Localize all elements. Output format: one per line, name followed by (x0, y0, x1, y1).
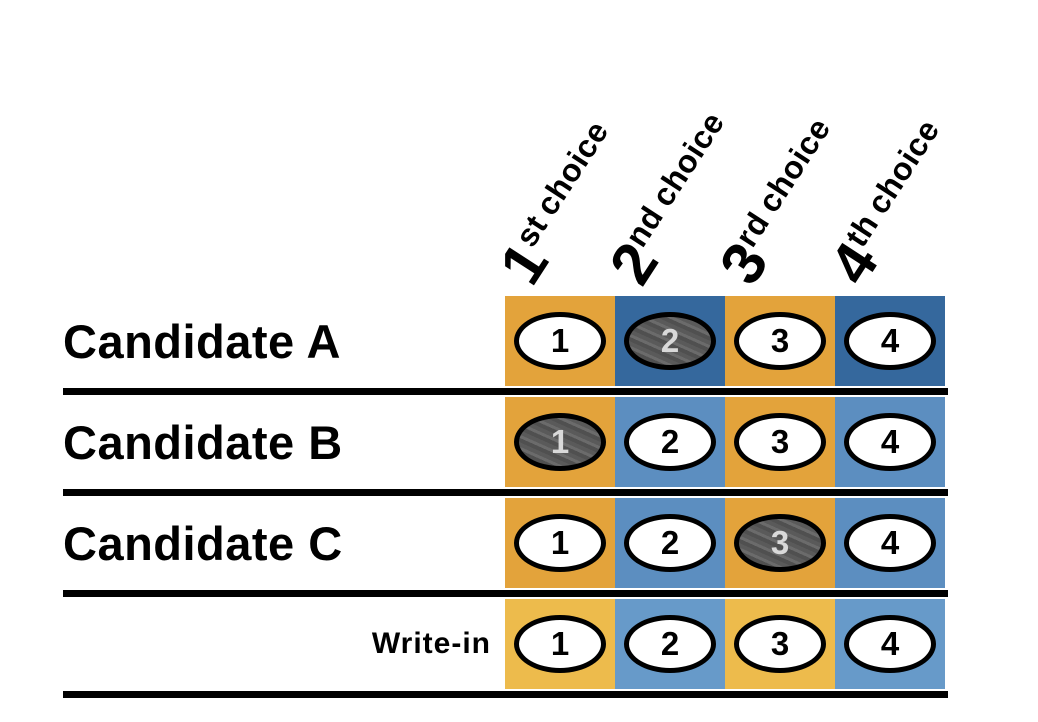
vote-bubble[interactable]: 1 (514, 615, 606, 673)
choice-word: choice (750, 111, 838, 219)
ballot-cell: 3 (725, 296, 835, 386)
ballot-cell: 2 (615, 397, 725, 487)
ballot-cell: 4 (835, 296, 945, 386)
vote-bubble[interactable]: 3 (734, 413, 826, 471)
vote-bubble[interactable]: 4 (844, 514, 936, 572)
row-separator (63, 590, 948, 597)
vote-bubble[interactable]: 1 (514, 514, 606, 572)
vote-bubble[interactable]: 3 (734, 312, 826, 370)
row-label: Candidate B (63, 415, 343, 469)
vote-bubble[interactable]: 3 (734, 615, 826, 673)
ballot-cell: 4 (835, 397, 945, 487)
vote-bubble-filled[interactable]: 2 (624, 312, 716, 370)
row-separator (63, 691, 948, 698)
row-separator (63, 388, 948, 395)
ballot-cell: 3 (725, 599, 835, 689)
choice-word: choice (859, 112, 947, 221)
ballot-cell: 1 (505, 599, 615, 689)
ballot-cell: 1 (505, 498, 615, 588)
vote-bubble-filled[interactable]: 3 (734, 514, 826, 572)
vote-bubble[interactable]: 2 (624, 413, 716, 471)
vote-bubble[interactable]: 4 (844, 413, 936, 471)
choice-word: choice (644, 105, 732, 213)
choice-word: choice (528, 114, 616, 222)
vote-bubble[interactable]: 1 (514, 312, 606, 370)
ballot-cell: 2 (615, 498, 725, 588)
row-label: Candidate C (63, 516, 343, 570)
ballot-cell: 3 (725, 498, 835, 588)
vote-bubble[interactable]: 2 (624, 514, 716, 572)
ballot-cell: 2 (615, 599, 725, 689)
row-label: Write-in (371, 627, 491, 660)
vote-bubble[interactable]: 4 (844, 312, 936, 370)
ballot-cell: 2 (615, 296, 725, 386)
ballot-cell: 4 (835, 498, 945, 588)
row-separator (63, 489, 948, 496)
ballot-cell: 1 (505, 397, 615, 487)
ballot-cell: 4 (835, 599, 945, 689)
vote-bubble-filled[interactable]: 1 (514, 413, 606, 471)
ballot-cell: 1 (505, 296, 615, 386)
ballot-cell: 3 (725, 397, 835, 487)
row-label: Candidate A (63, 314, 341, 368)
vote-bubble[interactable]: 4 (844, 615, 936, 673)
vote-bubble[interactable]: 2 (624, 615, 716, 673)
